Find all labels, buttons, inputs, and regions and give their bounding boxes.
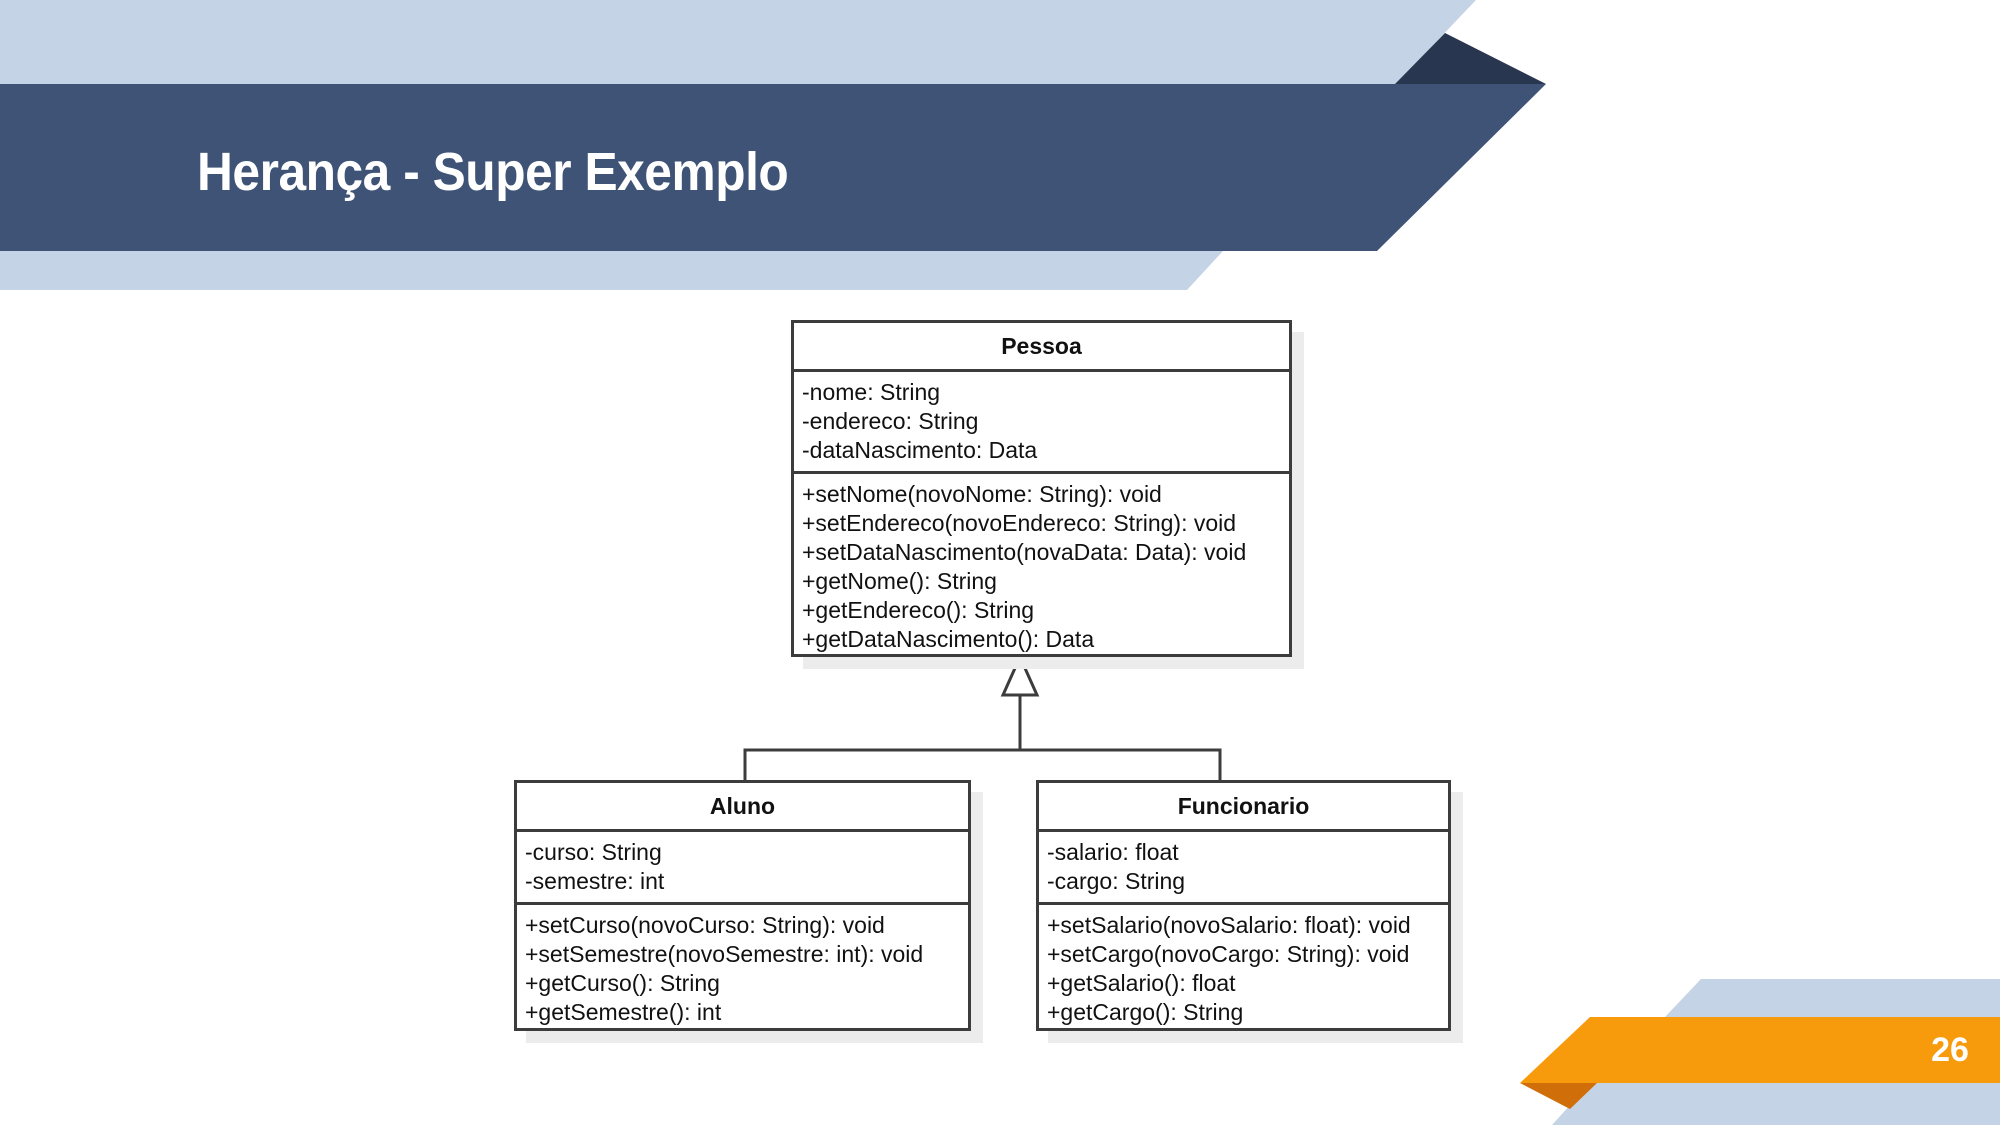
method-row: +getCargo(): String [1047,999,1244,1025]
footer-light-band-bottom [1552,1083,2000,1125]
attributes-funcionario: -salario: float -cargo: String [1039,832,1448,902]
header-light-band-top [0,0,1476,84]
method-row: +setSemestre(novoSemestre: int): void [525,941,924,967]
footer-orange-shadow [1520,1083,1597,1109]
uml-class-funcionario: Funcionario -salario: float -cargo: Stri… [1036,780,1451,1031]
header-light-band-bottom [0,251,1223,290]
uml-class-aluno: Aluno -curso: String -semestre: int +set… [514,780,971,1031]
method-row: +getSemestre(): int [525,999,722,1025]
method-row: +setNome(novoNome: String): void [802,481,1162,507]
method-row: +setDataNascimento(novaData: Data): void [802,539,1247,565]
attribute-row: -endereco: String [802,408,979,434]
method-row: +getCurso(): String [525,970,720,996]
method-row: +getNome(): String [802,568,997,594]
attribute-row: -nome: String [802,379,941,405]
methods-funcionario: +setSalario(novoSalario: float): void +s… [1039,902,1448,1033]
footer-orange-band [1520,1017,2000,1083]
uml-class-pessoa: Pessoa -nome: String -endereco: String -… [791,320,1292,657]
header-dark-band [0,84,1546,251]
attributes-aluno: -curso: String -semestre: int [517,832,968,902]
attribute-row: -semestre: int [525,868,665,894]
attribute-row: -dataNascimento: Data [802,437,1038,463]
method-row: +setEndereco(novoEndereco: String): void [802,510,1237,536]
method-row: +setCurso(novoCurso: String): void [525,912,885,938]
method-row: +getEndereco(): String [802,597,1035,623]
attribute-row: -curso: String [525,839,662,865]
method-row: +setSalario(novoSalario: float): void [1047,912,1411,938]
class-name-funcionario: Funcionario [1039,783,1448,832]
methods-pessoa: +setNome(novoNome: String): void +setEnd… [794,471,1289,660]
attribute-row: -salario: float [1047,839,1179,865]
header-dark-shadow [1395,33,1546,84]
class-name-pessoa: Pessoa [794,323,1289,372]
method-row: +getSalario(): float [1047,970,1236,996]
attributes-pessoa: -nome: String -endereco: String -dataNas… [794,372,1289,471]
method-row: +setCargo(novoCargo: String): void [1047,941,1410,967]
footer-light-band-top [1665,979,2000,1017]
slide-title: Herança - Super Exemplo [197,142,789,202]
page-number: 26 [1931,1031,1969,1069]
attribute-row: -cargo: String [1047,868,1186,894]
method-row: +getDataNascimento(): Data [802,626,1095,652]
methods-aluno: +setCurso(novoCurso: String): void +setS… [517,902,968,1033]
class-name-aluno: Aluno [517,783,968,832]
